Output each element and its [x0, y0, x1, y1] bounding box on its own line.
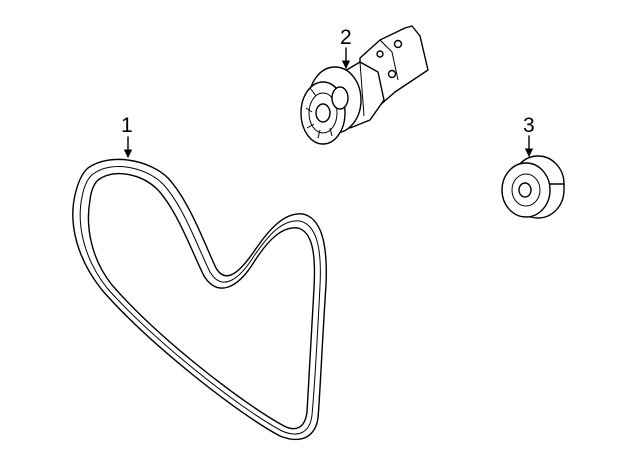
arm-seam — [359, 61, 365, 117]
belt-rib-line — [79, 166, 321, 435]
belt-tensioner[interactable] — [300, 25, 429, 145]
bracket-bolt-hole-2 — [387, 69, 397, 79]
callout-1[interactable]: 1 — [121, 114, 133, 158]
callout-3-label: 3 — [523, 114, 535, 137]
callout-1-label: 1 — [121, 114, 133, 137]
callout-3[interactable]: 3 — [523, 114, 535, 157]
bracket-edge — [379, 39, 399, 81]
serpentine-belt[interactable] — [72, 158, 328, 441]
tensioner-spindle — [331, 86, 349, 110]
callout-2[interactable]: 2 — [340, 26, 352, 69]
callout-2-label: 2 — [340, 26, 352, 49]
bracket-bolt-hole-1 — [393, 39, 403, 49]
pulley-spokes — [305, 87, 333, 139]
tensioner-pulley-hub-ring — [308, 92, 338, 134]
tensioner-pulley-hub — [315, 103, 331, 123]
idler-pulley-hub-ring — [511, 173, 541, 207]
idler-pulley[interactable] — [501, 155, 565, 219]
idler-pulley-hub — [518, 182, 532, 198]
belt-outer-edge — [72, 158, 328, 441]
bracket-bolt-hole-3 — [376, 50, 384, 58]
belt-inner-edge — [87, 173, 316, 430]
